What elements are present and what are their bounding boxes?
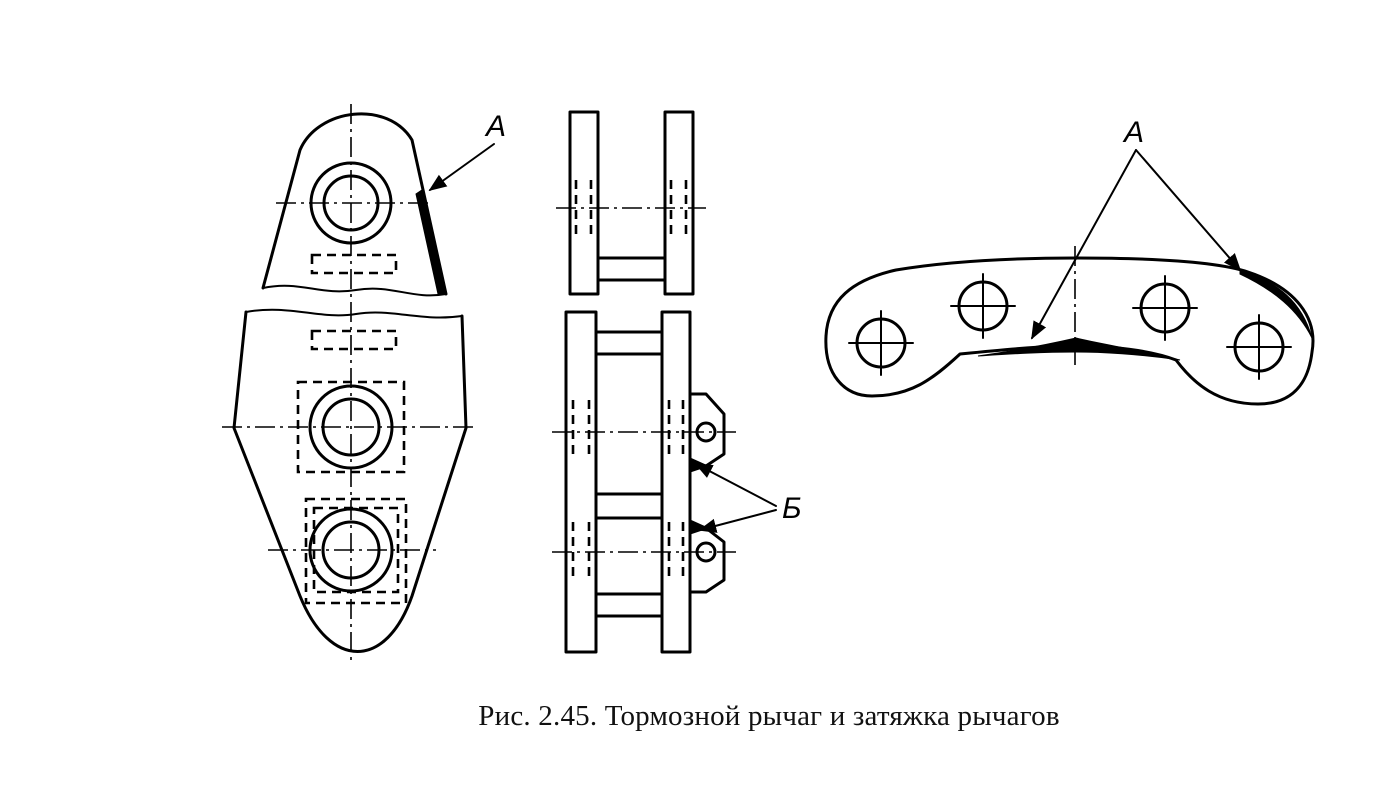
side-pin-3 (594, 592, 664, 618)
leader-b-lower (698, 509, 777, 533)
leader-a-tie-right (1135, 149, 1242, 272)
label-a-lever: А (484, 110, 506, 143)
tie-hole-crosshairs (848, 273, 1292, 380)
side-plate-upper-left (568, 110, 600, 296)
weld-a-tie-right (1239, 269, 1313, 339)
lever-upper-outline (261, 112, 448, 296)
weld-a-tie-bottom (977, 337, 1181, 361)
weld-a-lever (415, 189, 447, 295)
side-pin-1 (594, 330, 664, 356)
side-pin-2 (594, 492, 664, 520)
leader-b-upper (694, 463, 777, 507)
label-b: Б (782, 492, 802, 525)
brake-lever-side-view (552, 110, 736, 654)
hidden-bushing-2 (304, 497, 408, 605)
leader-a-tie-bottom (1031, 149, 1137, 340)
bracket-upper (688, 392, 726, 468)
brake-lever-front-view (222, 104, 478, 660)
side-plate-lower-right (660, 310, 692, 654)
lever-lower-outline (232, 310, 468, 653)
hidden-pin-1 (310, 253, 398, 275)
leader-a-lever (428, 143, 495, 192)
upper-break-line (262, 284, 447, 297)
label-a-tie: А (1122, 116, 1144, 149)
side-plate-upper-right (663, 110, 695, 296)
lever-tie-view (824, 246, 1315, 406)
side-plate-lower-left (564, 310, 598, 654)
side-pin-upper (596, 256, 667, 282)
figure-caption: Рис. 2.45. Тормозной рычаг и затяжка рыч… (478, 700, 1060, 732)
hidden-pin-2 (310, 329, 398, 351)
lower-break-line (245, 308, 463, 319)
weld-b-lower (689, 519, 710, 535)
